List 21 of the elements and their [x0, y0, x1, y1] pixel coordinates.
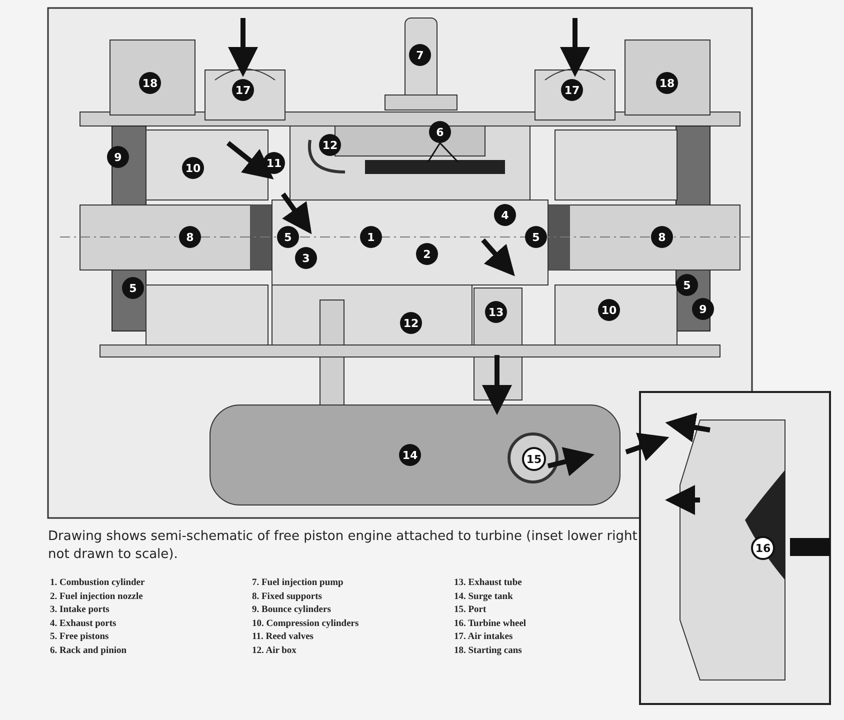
key-entry: 13. Exhaust tube [454, 578, 522, 588]
key-entry: 14. Surge tank [454, 592, 513, 602]
key-entry: 3. Intake ports [50, 605, 110, 615]
key-entry: 17. Air intakes [454, 632, 513, 642]
key-entry: 12. Air box [252, 646, 296, 656]
key-entry: 10. Compression cylinders [252, 618, 359, 628]
key-entry: 9. Bounce cylinders [252, 605, 331, 615]
key-entry: 18. Starting cans [454, 646, 522, 656]
key-entry: 15. Port [454, 605, 486, 615]
key-entry: 16. Turbine wheel [454, 618, 526, 628]
key-entry: 7. Fuel injection pump [252, 578, 344, 588]
key-entry: 5. Free pistons [50, 632, 109, 642]
leader-line [439, 142, 459, 163]
leader-line [427, 142, 441, 162]
key-entry: 1. Combustion cylinder [50, 578, 145, 588]
key-entry: 6. Rack and pinion [50, 646, 127, 656]
caption: Drawing shows semi-schematic of free piston engine attached to turbine (inset lower right not drawn to scale). [48, 528, 638, 564]
key-entry: 11. Reed valves [252, 632, 314, 642]
key-entry: 8. Fixed supports [252, 592, 322, 602]
key-entry: 4. Exhaust ports [50, 618, 116, 628]
key-entry: 2. Fuel injection nozzle [50, 592, 143, 602]
